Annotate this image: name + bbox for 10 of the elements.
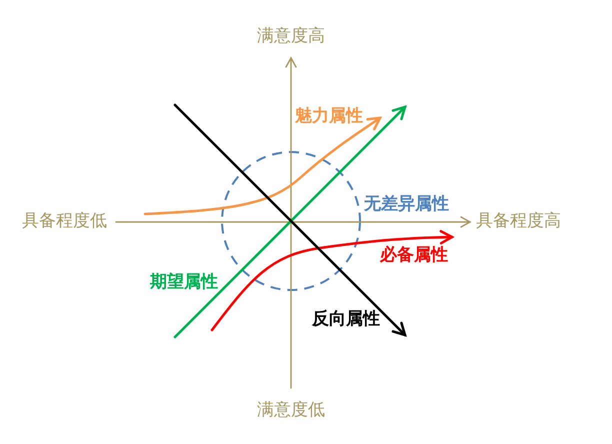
axis-label: 具备程度高 <box>476 213 561 230</box>
dashed-circle <box>221 151 361 291</box>
circle-label: 无差异属性 <box>364 196 449 213</box>
curve-label: 期望属性 <box>150 274 218 291</box>
curve-label: 必备属性 <box>380 247 448 264</box>
axis-label: 满意度低 <box>257 402 325 419</box>
curve-label: 魅力属性 <box>295 108 363 125</box>
axis-label: 满意度高 <box>257 28 325 45</box>
axis-label: 具备程度低 <box>22 213 107 230</box>
curve-label: 反向属性 <box>312 311 380 328</box>
